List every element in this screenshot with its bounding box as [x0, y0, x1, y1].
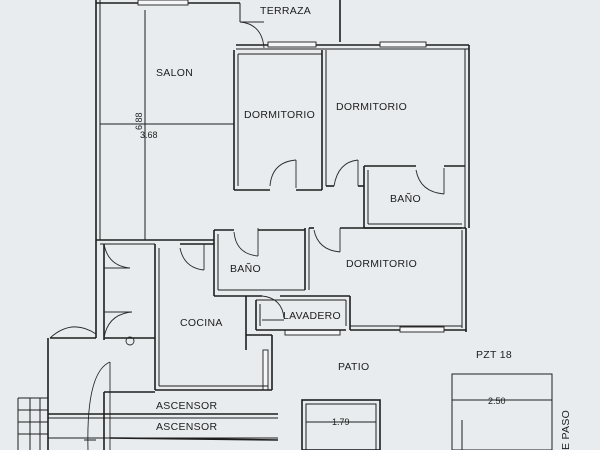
label-paso-partial: E PASO [560, 410, 572, 450]
room-label-dormitorio-2: DORMITORIO [336, 101, 407, 113]
room-label-dormitorio-1: DORMITORIO [244, 109, 315, 121]
window [262, 349, 269, 391]
shaft [301, 399, 381, 450]
lavadero-walls [255, 295, 346, 331]
dormitorio-3-walls [309, 227, 462, 330]
cocina-walls [154, 243, 273, 391]
label-ascensor-2: ASCENSOR [156, 421, 217, 433]
room-label-terraza: TERRAZA [260, 5, 311, 17]
room-label-bano-2: BAÑO [230, 262, 261, 275]
window [399, 326, 445, 333]
stairs [17, 397, 48, 450]
window [137, 0, 189, 6]
label-pzt: PZT 18 [476, 349, 512, 361]
ascensor-lines [48, 413, 279, 441]
dimension-shaft-width: 1.79 [332, 417, 350, 427]
dormitorio-2-walls [326, 159, 465, 195]
room-label-salon: SALON [156, 67, 193, 79]
bano-2-walls [213, 228, 350, 297]
room-label-cocina: COCINA [180, 317, 223, 329]
hall-walls [47, 243, 155, 450]
label-ascensor-1: ASCENSOR [156, 400, 217, 412]
dimension-pzt-width: 2.50 [488, 396, 506, 406]
dimension-salon-height: 6.88 [134, 112, 144, 130]
salon-walls [96, 3, 265, 245]
room-label-dormitorio-3: DORMITORIO [346, 258, 417, 270]
window [379, 41, 427, 48]
window [267, 41, 317, 48]
room-label-patio: PATIO [338, 361, 369, 373]
room-label-lavadero: LAVADERO [283, 310, 341, 322]
pzt-block [451, 373, 553, 450]
room-label-bano-1: BAÑO [390, 192, 421, 205]
dormitorio-1-walls [233, 50, 327, 191]
dimension-salon-width: 3.68 [140, 130, 158, 140]
